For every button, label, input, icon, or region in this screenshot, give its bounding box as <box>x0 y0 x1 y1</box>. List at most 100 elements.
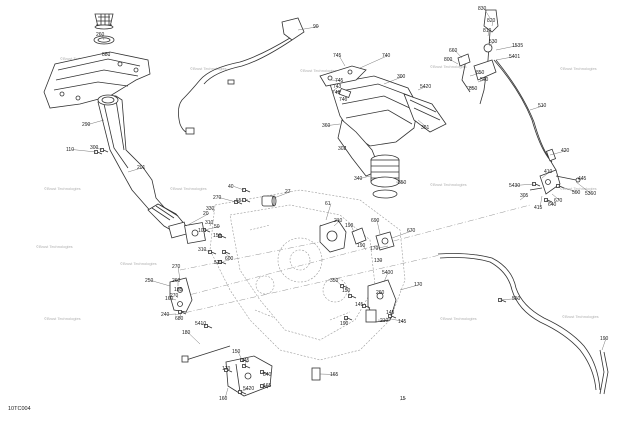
shift-linkage <box>529 169 581 195</box>
part-number-label: 5420 <box>243 386 254 392</box>
watermark: ©Brust Technologies <box>300 68 337 73</box>
part-number-label: 420 <box>561 148 570 154</box>
leader-line <box>107 54 111 57</box>
leader-line <box>187 332 201 345</box>
part-number-label: 190 <box>340 321 349 327</box>
leader-line <box>179 311 182 319</box>
leader-line <box>297 26 320 31</box>
leader-line <box>170 298 177 301</box>
leader-line <box>87 119 105 125</box>
leader-line <box>241 199 245 201</box>
watermark: ©Brust Technologies <box>120 261 157 266</box>
part-number-label: 50 <box>214 224 220 230</box>
leader-line <box>379 259 383 261</box>
leader-line <box>329 79 342 81</box>
leader-line <box>483 8 491 19</box>
part-number-label: 745 <box>335 78 344 84</box>
leader-line <box>375 292 383 295</box>
part-number-label: 5360 <box>585 191 596 197</box>
leader-line <box>335 280 343 287</box>
part-labels: 8308208105301535540166080074074526090880… <box>66 6 609 402</box>
leader-line <box>233 186 245 191</box>
leader-line <box>185 213 210 227</box>
part-number-label: 880 <box>102 52 111 58</box>
leader-line <box>319 373 337 375</box>
bolt-shank <box>245 365 251 369</box>
bolt-shank <box>535 183 541 187</box>
leader-line <box>101 34 105 41</box>
leader-line <box>338 55 346 67</box>
part-number-label: 540 <box>480 77 489 83</box>
leader-line <box>465 85 476 89</box>
watermark: ©Brust Technologies <box>560 66 597 71</box>
leader-line <box>211 208 215 213</box>
leader-line <box>359 55 389 69</box>
bolt-shank <box>211 251 217 255</box>
watermark: ©Brust Technologies <box>560 186 597 191</box>
catalyst-canister <box>370 154 400 199</box>
part-number-label: 740 <box>339 97 348 103</box>
shift-lever-assembly <box>457 9 499 105</box>
bolt-shank <box>547 199 553 203</box>
bolt-shank <box>245 199 251 203</box>
part-number-label: 130 <box>374 258 383 264</box>
assembly-axis-lines <box>169 204 531 316</box>
leader-line <box>337 92 341 95</box>
part-number-label: 690 <box>371 218 380 224</box>
part-number-label: 270 <box>213 195 222 201</box>
part-number-label: 40 <box>228 184 234 190</box>
part-number-label: 300 <box>397 74 406 80</box>
watermark: ©Brust Technologies <box>440 316 477 321</box>
part-number-label: 350 <box>330 278 339 284</box>
engine-block-outline <box>209 189 406 361</box>
part-number-label: 170 <box>222 366 231 372</box>
part-number-label: 145 <box>386 310 395 316</box>
leader-line <box>391 230 414 239</box>
leader-line <box>449 59 459 65</box>
part-number-label: 5400 <box>382 270 393 276</box>
part-number-label: 20 <box>203 211 209 217</box>
part-number-label: 55 <box>236 198 242 204</box>
leader-line <box>377 319 387 321</box>
leader-line <box>488 41 496 47</box>
watermark: ©Brust Technologies <box>44 186 81 191</box>
leader-line <box>541 171 551 179</box>
leader-line <box>347 290 351 297</box>
part-number-label: 820 <box>487 18 496 24</box>
leader-line <box>491 20 494 27</box>
part-number-label: 330 <box>206 206 215 212</box>
part-number-label: 500 <box>572 190 581 196</box>
shift-cable <box>493 59 557 171</box>
elbow-duct <box>147 203 188 239</box>
leader-line <box>417 86 427 91</box>
part-number-label: 5420 <box>420 84 431 90</box>
part-number-label: 550 <box>512 296 521 302</box>
leader-line <box>225 368 229 371</box>
part-number-label: 361 <box>421 125 430 131</box>
leader-line <box>166 313 177 315</box>
bolt-shank <box>365 305 371 309</box>
watermark: ©Brust Technologies <box>44 316 81 321</box>
part-number-label: 5410 <box>195 321 206 327</box>
leader-line <box>350 225 355 233</box>
part-number-label: 165 <box>263 383 272 389</box>
leader-line <box>529 105 545 111</box>
part-number-label: 670 <box>554 198 563 204</box>
leader-line <box>557 185 579 193</box>
leader-line <box>71 149 97 153</box>
leader-line <box>224 387 229 399</box>
part-number-label: 190 <box>600 336 609 342</box>
bolt-shank <box>181 311 187 315</box>
part-number-label: 145 <box>241 358 250 364</box>
bolt-shank <box>97 151 103 155</box>
part-number-label: 800 <box>444 57 453 63</box>
part-number-label: 10 <box>198 228 204 234</box>
part-number-label: 170 <box>370 246 379 252</box>
bolt-shank <box>205 229 211 233</box>
part-number-label: 680 <box>175 316 184 322</box>
part-number-label: 145 <box>355 302 364 308</box>
part-number-label: 742 <box>332 90 341 96</box>
part-number-label: 27 <box>285 189 291 195</box>
leader-line <box>375 245 389 249</box>
part-number-label: 270 <box>170 293 179 299</box>
